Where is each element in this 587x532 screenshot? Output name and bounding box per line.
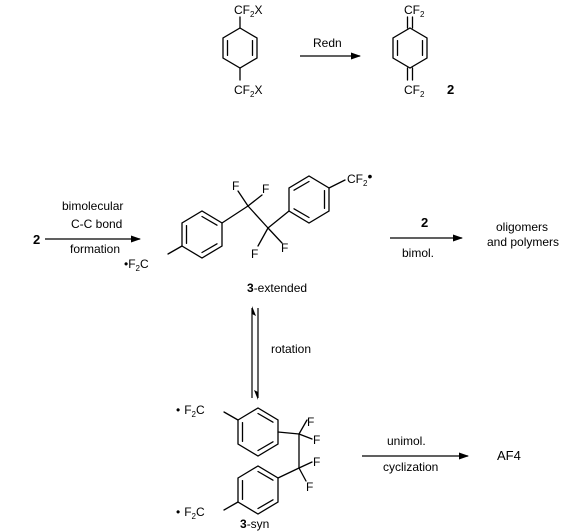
quinodimethane-bottom-group: CF2 xyxy=(404,83,425,99)
cond-unimol: unimol. xyxy=(387,434,426,448)
compound-2-reagent: 2 xyxy=(421,215,428,230)
dimerization-arrow: bimolecular C-C bond formation xyxy=(45,199,141,256)
fluorine-3: F xyxy=(251,247,258,261)
fluorine-1: F xyxy=(232,179,239,193)
reactant-top-group: CF2X xyxy=(234,3,262,19)
compound-3-extended-label: 3-extended xyxy=(247,281,307,295)
reduction-label: Redn xyxy=(313,36,342,50)
cond-bimol: bimol. xyxy=(402,246,434,260)
compound-2-label: 2 xyxy=(447,82,454,97)
quinodimethane-top-group: CF2 xyxy=(404,3,425,19)
right-cf2-radical: CF2• xyxy=(347,168,372,188)
cond-formation: formation xyxy=(70,242,120,256)
fluorine-2: F xyxy=(262,182,269,196)
product-polymers: and polymers xyxy=(487,235,559,249)
polymerization-arrow: 2 bimol. xyxy=(390,215,463,260)
reactant-bottom-group: CF2X xyxy=(234,83,262,99)
cyclization-arrow: unimol. cyclization xyxy=(362,434,469,474)
syn-fluorine-3: F xyxy=(313,455,320,469)
fluorine-4: F xyxy=(281,241,288,255)
product-oligomers: oligomers xyxy=(496,220,548,234)
cond-cyclization: cyclization xyxy=(383,460,438,474)
lower-cf2-radical: •F2C xyxy=(176,505,205,521)
syn-fluorine-4: F xyxy=(306,480,313,494)
syn-fluorine-1: F xyxy=(307,415,314,429)
rotation-equilibrium-arrows: rotation xyxy=(251,306,311,400)
compound-3-syn-label: 3-syn xyxy=(240,517,269,531)
reduction-arrow: Redn xyxy=(300,36,361,60)
quinodimethane-2: CF2 CF2 2 xyxy=(392,3,454,99)
biradical-3-extended: •F2C F F F F CF2• 3-extended xyxy=(124,168,372,295)
product-af4: AF4 xyxy=(497,448,521,463)
cond-cc-bond: C-C bond xyxy=(71,217,122,231)
rotation-label: rotation xyxy=(271,342,311,356)
left-cf2-radical: •F2C xyxy=(124,257,149,273)
compound-2-start: 2 xyxy=(33,232,40,247)
cond-bimolecular: bimolecular xyxy=(62,199,123,213)
upper-cf2-radical: •F2C xyxy=(176,403,205,419)
reactant-bis-cf2x-benzene: CF2X CF2X xyxy=(222,3,262,99)
syn-fluorine-2: F xyxy=(313,433,320,447)
biradical-3-syn: •F2C •F2C F F F F 3-syn xyxy=(176,403,320,531)
